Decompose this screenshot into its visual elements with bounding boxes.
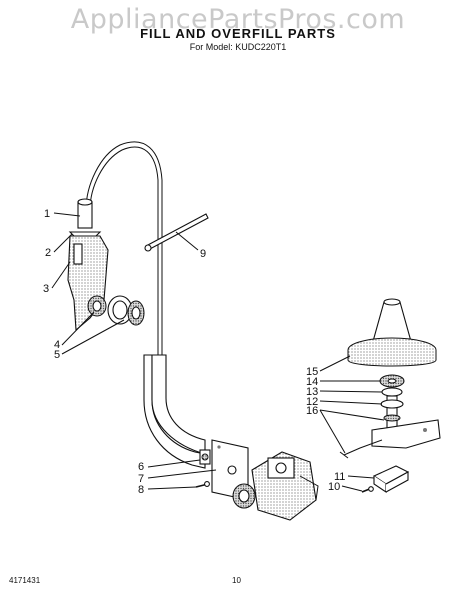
callout-5: 5 (54, 349, 60, 361)
part-16-lever (339, 439, 383, 459)
part-13-washer (381, 387, 403, 397)
part-14-nut (379, 374, 405, 388)
part-5-gasket (107, 295, 145, 326)
watermark: AppliancePartsPros.com (70, 4, 406, 35)
part-10-screw (361, 486, 374, 493)
document-number: 4171431 (9, 576, 41, 585)
part-1-vent (68, 198, 102, 237)
water-valve (232, 451, 319, 521)
callout-13: 13 (306, 386, 318, 398)
callout-11: 11 (334, 471, 345, 483)
callout-3: 3 (43, 283, 49, 295)
part-15-float (347, 298, 437, 367)
callout-9: 9 (200, 248, 206, 260)
callout-2: 2 (45, 247, 51, 259)
callout-10: 10 (328, 481, 340, 493)
page-number: 10 (232, 576, 241, 585)
fill-hose-outer (151, 354, 206, 455)
part-12-stem (380, 395, 404, 437)
part-3-funnel (67, 235, 109, 332)
callout-14: 14 (306, 376, 318, 388)
leader-lines (51, 212, 385, 492)
callout-12: 12 (306, 396, 318, 408)
part-4-nut (87, 295, 107, 317)
callout-1: 1 (44, 208, 50, 220)
callout-4: 4 (54, 339, 60, 351)
fill-hose (143, 354, 206, 469)
callout-7: 7 (138, 473, 144, 485)
part-6-clamp (199, 449, 211, 465)
float-bracket (371, 419, 441, 449)
part-9-strap (144, 213, 209, 252)
callout-16: 16 (306, 405, 318, 417)
callout-6: 6 (138, 461, 144, 473)
model-line: For Model: KUDC220T1 (189, 42, 287, 52)
diagram-title: FILL AND OVERFILL PARTS (140, 26, 336, 41)
part-8-screw (195, 481, 210, 488)
part-11-switch (372, 465, 410, 494)
fill-tube (85, 141, 163, 355)
fill-tube-inner (89, 146, 159, 355)
callout-15: 15 (306, 366, 318, 378)
callout-8: 8 (138, 484, 144, 496)
